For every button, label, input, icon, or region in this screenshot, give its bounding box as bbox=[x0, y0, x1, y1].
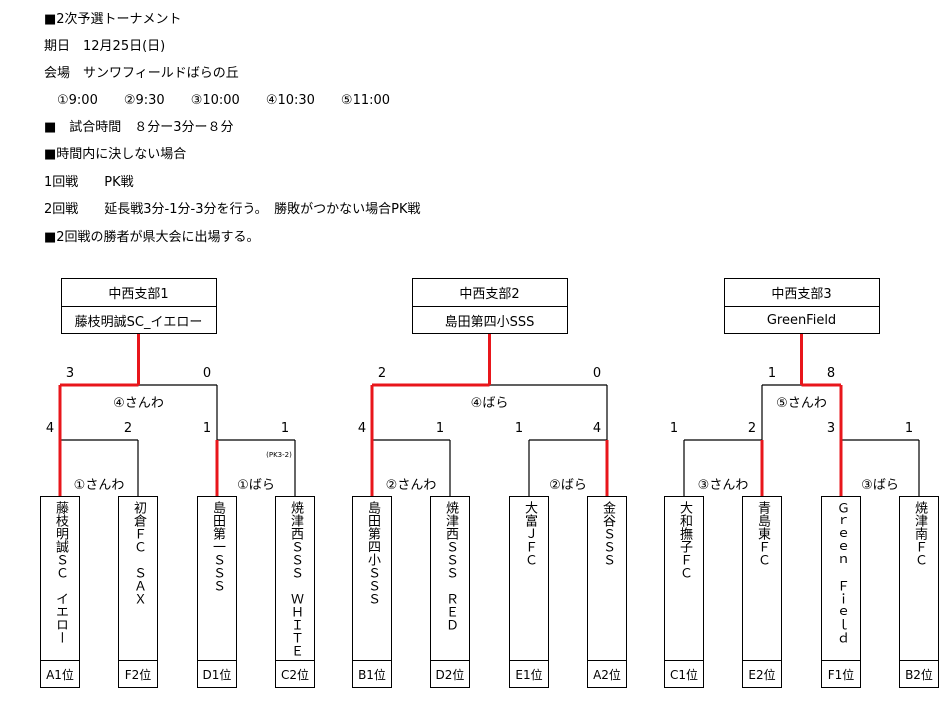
info-times: ①9:00 ②9:30 ③10:00 ④10:30 ⑤11:00 bbox=[44, 93, 391, 108]
final-score: 8 bbox=[826, 366, 836, 381]
r1-venue: ③ばら bbox=[861, 478, 899, 493]
team-box: 藤枝明誠ＳＣ イエロー bbox=[40, 496, 80, 661]
team-box: 島田第一ＳＳＳ bbox=[197, 496, 237, 661]
team-rank: E1位 bbox=[509, 660, 549, 688]
info-match-time: ■ 試合時間 ８分ー3分ー８分 bbox=[44, 120, 234, 135]
team-rank: D1位 bbox=[197, 660, 237, 688]
team-name: 青島東ＦＣ bbox=[755, 501, 770, 566]
team-box: 青島東ＦＣ bbox=[742, 496, 782, 661]
r1-venue: ②ばら bbox=[549, 478, 587, 493]
team-name: 焼津西ＳＳＳ ＲＥＤ bbox=[443, 501, 458, 631]
r1-venue: ②さんわ bbox=[385, 478, 437, 493]
final-venue: ⑤さんわ bbox=[776, 396, 827, 411]
team-name: 金谷ＳＳＳ bbox=[600, 501, 615, 566]
team-name: 焼津西ＳＳＳ ＷＨＩＴＥ bbox=[288, 501, 303, 657]
team-name: 島田第四小ＳＳＳ bbox=[365, 501, 380, 605]
r1-score: 1 bbox=[904, 421, 914, 436]
final-score: 0 bbox=[202, 366, 212, 381]
team-name: 島田第一ＳＳＳ bbox=[210, 501, 225, 592]
info-round1-rule: 1回戦 PK戦 bbox=[44, 175, 134, 190]
team-name: 藤枝明誠ＳＣ イエロー bbox=[53, 501, 68, 644]
final-score: 0 bbox=[592, 366, 602, 381]
info-tiebreak-title: ■時間内に決しない場合 bbox=[44, 147, 187, 162]
r1-score: 4 bbox=[357, 421, 367, 436]
r1-score: 3 bbox=[826, 421, 836, 436]
team-rank: B2位 bbox=[899, 660, 939, 688]
team-rank: D2位 bbox=[430, 660, 470, 688]
r1-score: 1 bbox=[435, 421, 445, 436]
team-name: Ｇｒｅｅｎ Ｆｉｅｌｄ bbox=[834, 501, 849, 644]
team-name: 大和撫子ＦＣ bbox=[677, 501, 692, 579]
block-winner: GreenField bbox=[723, 306, 880, 334]
r1-score: 1 bbox=[514, 421, 524, 436]
team-rank: C2位 bbox=[275, 660, 315, 688]
team-box: 焼津南ＦＣ bbox=[899, 496, 939, 661]
final-venue: ④さんわ bbox=[113, 396, 164, 411]
final-score: 1 bbox=[767, 366, 777, 381]
r1-score: 1 bbox=[280, 421, 290, 436]
team-name: 初倉ＦＣ ＳＡＸ bbox=[131, 501, 146, 605]
team-box: 焼津西ＳＳＳ ＷＨＩＴＥ bbox=[275, 496, 315, 661]
team-rank: E2位 bbox=[742, 660, 782, 688]
final-venue: ④ばら bbox=[470, 396, 509, 411]
info-round2-rule: 2回戦 延長戦3分-1分-3分を行う。 勝敗がつかない場合PK戦 bbox=[44, 202, 421, 217]
block-winner: 島田第四小SSS bbox=[411, 306, 568, 334]
info-title: ■2次予選トーナメント bbox=[44, 12, 182, 27]
r1-venue: ①ばら bbox=[237, 478, 275, 493]
pk-result: (PK3-2) bbox=[266, 451, 292, 459]
final-score: 3 bbox=[65, 366, 75, 381]
info-date: 期日 12月25日(日) bbox=[44, 39, 166, 54]
r1-venue: ③さんわ bbox=[697, 478, 749, 493]
team-box: 大富ＪＦＣ bbox=[509, 496, 549, 661]
team-name: 大富ＪＦＣ bbox=[522, 501, 537, 566]
r1-score: 2 bbox=[747, 421, 757, 436]
block-winner: 藤枝明誠SC_イエロー bbox=[60, 306, 217, 334]
team-rank: C1位 bbox=[664, 660, 704, 688]
block-title: 中西支部3 bbox=[723, 278, 880, 307]
info-qualify-note: ■2回戦の勝者が県大会に出場する。 bbox=[44, 230, 260, 245]
block-title: 中西支部2 bbox=[411, 278, 568, 307]
r1-score: 4 bbox=[45, 421, 55, 436]
team-rank: F1位 bbox=[821, 660, 861, 688]
r1-score: 2 bbox=[123, 421, 133, 436]
r1-score: 1 bbox=[202, 421, 212, 436]
team-rank: B1位 bbox=[352, 660, 392, 688]
team-name: 焼津南ＦＣ bbox=[912, 501, 927, 566]
team-box: 焼津西ＳＳＳ ＲＥＤ bbox=[430, 496, 470, 661]
block-title: 中西支部1 bbox=[60, 278, 217, 307]
info-venue: 会場 サンワフィールドばらの丘 bbox=[44, 66, 239, 81]
team-box: 初倉ＦＣ ＳＡＸ bbox=[118, 496, 158, 661]
final-score: 2 bbox=[377, 366, 387, 381]
team-box: 大和撫子ＦＣ bbox=[664, 496, 704, 661]
team-box: Ｇｒｅｅｎ Ｆｉｅｌｄ bbox=[821, 496, 861, 661]
team-rank: A2位 bbox=[587, 660, 627, 688]
r1-venue: ①さんわ bbox=[73, 478, 125, 493]
r1-score: 4 bbox=[592, 421, 602, 436]
team-rank: A1位 bbox=[40, 660, 80, 688]
team-box: 島田第四小ＳＳＳ bbox=[352, 496, 392, 661]
team-box: 金谷ＳＳＳ bbox=[587, 496, 627, 661]
team-rank: F2位 bbox=[118, 660, 158, 688]
r1-score: 1 bbox=[669, 421, 679, 436]
